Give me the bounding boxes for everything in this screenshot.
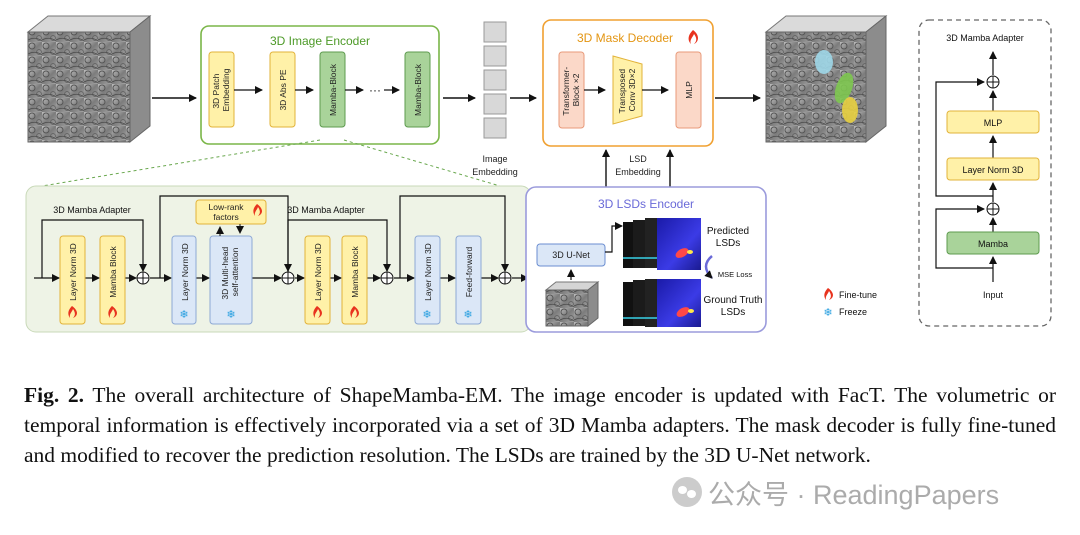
transformer-block: Transformer- Block ×2 <box>558 51 585 129</box>
svg-text:MLP: MLP <box>984 118 1003 128</box>
mamba-block-1: Mamba-Block <box>319 51 346 128</box>
snowflake-icon: ❄ <box>226 309 235 321</box>
adapter-mamba-block: Mamba <box>946 231 1040 255</box>
abs-pe-label: 3D Abs PE <box>278 69 288 110</box>
mamba-block-2: Mamba-Block <box>404 51 431 128</box>
adapter-input-label: Input <box>983 290 1004 300</box>
transposed-conv-block: Transposed Conv 3D×2 <box>612 55 643 125</box>
snowflake-icon: ❄ <box>422 309 431 321</box>
decoder-mlp-block: MLP <box>675 51 702 129</box>
figure-caption: Fig. 2. The overall architecture of Shap… <box>24 380 1056 470</box>
caption-label: Fig. 2. <box>24 383 85 407</box>
watermark-text: 公众号 · ReadingPapers <box>708 479 1000 510</box>
residual-add-node <box>498 271 512 285</box>
svg-text:Layer Norm 3D: Layer Norm 3D <box>68 243 78 301</box>
mamba-adapter-detail: 3D Mamba Adapter MLP Layer Norm 3D Mamba… <box>918 19 1052 327</box>
watermark: 公众号 · ReadingPapers <box>672 474 999 510</box>
svg-text:3D Patch Embedding: 3D Patch Embedding <box>211 68 231 111</box>
residual-add-node <box>986 75 1000 89</box>
fire-icon <box>688 30 698 44</box>
svg-text:Feed-forward: Feed-forward <box>464 246 474 297</box>
svg-text:3D Multi-head self-att: 3D Multi-head self-attention <box>220 244 240 299</box>
fire-icon <box>253 204 262 216</box>
adapter-label-1: 3D Mamba Adapter <box>53 205 131 215</box>
layer-norm-block: Layer Norm 3D ❄ <box>171 235 197 325</box>
input-em-volume-small <box>544 280 600 328</box>
abs-pe-block: 3D Abs PE <box>269 51 296 128</box>
mask-decoder-title: 3D Mask Decoder <box>577 31 673 45</box>
mamba-block-1-label: Mamba-Block <box>328 63 338 116</box>
svg-text:Mamba Block: Mamba Block <box>108 246 118 298</box>
mamba-block-2-label: Mamba-Block <box>413 63 423 116</box>
svg-text:Layer Norm 3D: Layer Norm 3D <box>180 243 190 301</box>
snowflake-icon: ❄ <box>463 309 472 321</box>
predicted-lsds-stack <box>623 218 701 270</box>
legend-fine-tune: Fine-tune <box>839 290 877 300</box>
fire-icon <box>68 306 77 318</box>
image-encoder: 3D Image Encoder 3D Patch Embedding 3D A… <box>200 25 440 145</box>
svg-text:Layer Norm 3D: Layer Norm 3D <box>313 243 323 301</box>
snowflake-icon: ❄ <box>823 307 832 319</box>
svg-text:Mamba Block: Mamba Block <box>350 246 360 298</box>
residual-add-node <box>281 271 295 285</box>
adapter-detail-title: 3D Mamba Adapter <box>946 33 1024 43</box>
patch-embedding-line2: Embedding <box>221 68 231 111</box>
legend-freeze: Freeze <box>839 307 867 317</box>
svg-text:Mamba: Mamba <box>978 239 1008 249</box>
patch-embedding-line1: 3D Patch <box>211 73 221 108</box>
output-segmentation-volume <box>764 14 888 144</box>
wechat-icon <box>672 477 702 507</box>
input-em-volume <box>26 14 152 144</box>
image-encoder-title: 3D Image Encoder <box>270 34 370 48</box>
lsds-encoder: 3D LSDs Encoder 3D U-Net <box>525 186 767 333</box>
image-embedding-tokens <box>483 21 507 139</box>
layer-norm-block: Layer Norm 3D <box>59 235 86 325</box>
mask-decoder: 3D Mask Decoder Transformer- Block ×2 Tr… <box>542 19 714 147</box>
expanded-mamba-block-panel: 3D Mamba Adapter 3D Mamba Adapter <box>25 185 532 333</box>
patch-embedding-block: 3D Patch Embedding <box>208 51 235 128</box>
decoder-mlp-label: MLP <box>684 81 694 99</box>
fire-icon <box>108 306 117 318</box>
legend: Fine-tune ❄ Freeze <box>823 288 877 319</box>
adapter-layer-norm-block: Layer Norm 3D <box>946 157 1040 181</box>
unet-block: 3D U-Net <box>536 243 606 267</box>
svg-text:Layer Norm 3D: Layer Norm 3D <box>962 165 1024 175</box>
residual-add-node <box>136 271 150 285</box>
snowflake-icon: ❄ <box>179 309 188 321</box>
residual-add-node <box>986 202 1000 216</box>
feed-forward-block: Feed-forward ❄ <box>455 235 482 325</box>
lsds-encoder-title: 3D LSDs Encoder <box>598 197 694 211</box>
layer-norm-block: Layer Norm 3D ❄ <box>414 235 441 325</box>
fire-icon <box>313 306 322 318</box>
fire-icon <box>824 288 833 300</box>
layer-norm-block: Layer Norm 3D <box>304 235 331 325</box>
mamba-block-expanded: Mamba Block <box>99 235 126 325</box>
architecture-diagram: 3D Image Encoder 3D Patch Embedding 3D A… <box>25 14 1052 333</box>
adapter-mlp-block: MLP <box>946 110 1040 134</box>
caption-text: The overall architecture of ShapeMamba-E… <box>24 383 1056 467</box>
svg-text:Transformer- Block ×2: Transformer- Block ×2 <box>561 64 581 115</box>
encoder-ellipsis: ··· <box>369 83 381 97</box>
adapter-label-2: 3D Mamba Adapter <box>287 205 365 215</box>
mse-loss-label: MSE Loss <box>718 270 752 279</box>
fire-icon <box>350 306 359 318</box>
multi-head-attention-block: 3D Multi-head self-attention ❄ <box>209 235 253 325</box>
svg-text:Transposed Conv 3D×2: Transposed Conv 3D×2 <box>617 67 637 114</box>
ground-truth-lsds-stack <box>623 279 701 327</box>
svg-text:Layer Norm 3D: Layer Norm 3D <box>423 243 433 301</box>
residual-add-node <box>380 271 394 285</box>
mamba-block-expanded: Mamba Block <box>341 235 368 325</box>
unet-label: 3D U-Net <box>552 250 590 260</box>
